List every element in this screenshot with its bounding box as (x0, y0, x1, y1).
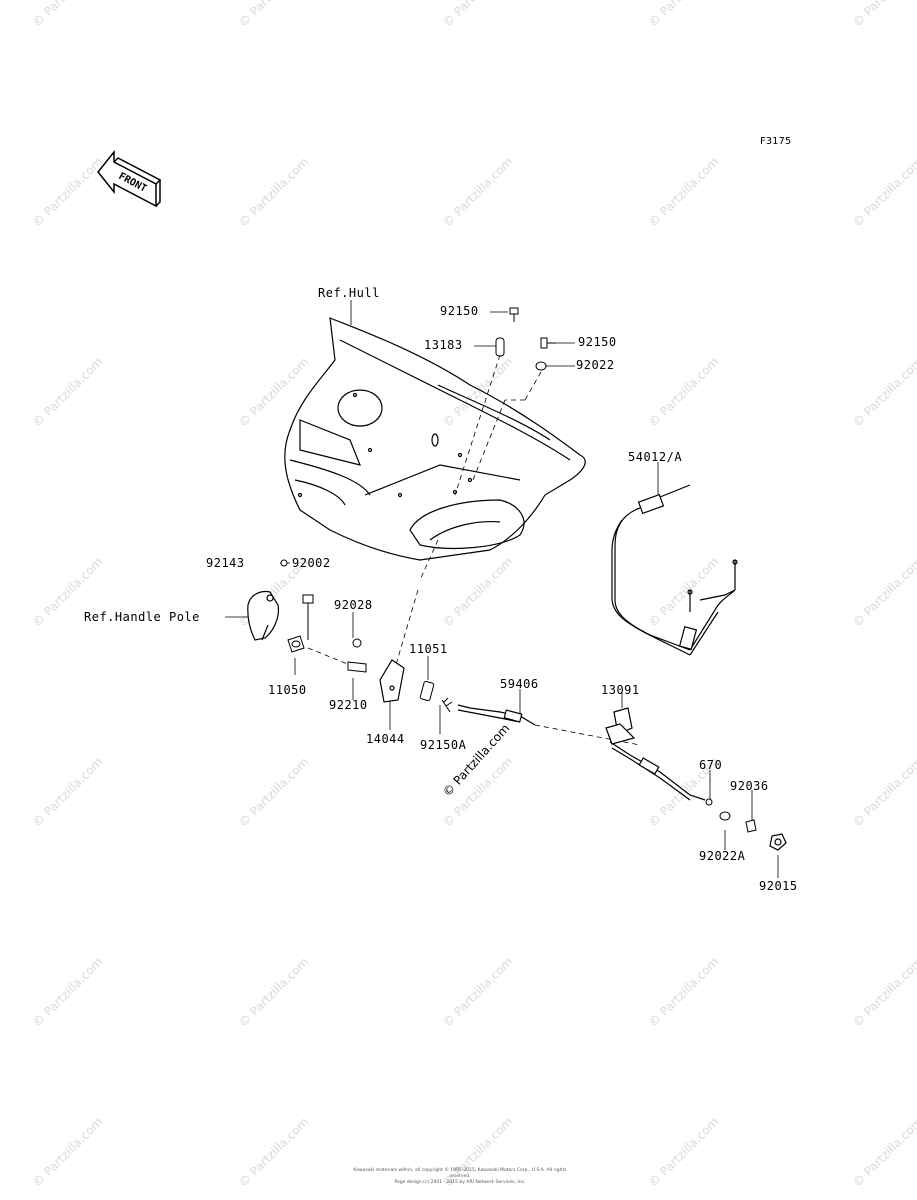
label-92028: 92028 (334, 598, 373, 612)
copyright-line-1: Kawasaki materials within, all copyright… (353, 1168, 567, 1179)
label-92150-top: 92150 (440, 304, 479, 318)
label-ref-handle-pole: Ref.Handle Pole (84, 610, 200, 624)
label-ref-hull: Ref.Hull (318, 286, 380, 300)
bracket-92210 (347, 661, 367, 673)
label-92022: 92022 (576, 358, 615, 372)
label-92150a: 92150A (420, 738, 467, 752)
label-14044: 14044 (366, 732, 405, 746)
bolt-92002 (302, 594, 314, 640)
nut-92028 (352, 638, 362, 648)
label-92150-right: 92150 (578, 335, 617, 349)
label-92015: 92015 (759, 879, 798, 893)
label-92210: 92210 (329, 698, 368, 712)
screw-92150a (441, 697, 453, 713)
clip-92036 (745, 819, 757, 833)
label-92002: 92002 (292, 556, 331, 570)
cable-59406 (457, 704, 706, 801)
copyright-notice: Kawasaki materials within, all copyright… (350, 1168, 570, 1186)
label-13183: 13183 (424, 338, 463, 352)
label-92036: 92036 (730, 779, 769, 793)
diagram-code: F3175 (760, 136, 792, 147)
label-92022a: 92022A (699, 849, 746, 863)
label-670: 670 (699, 758, 723, 772)
lock-washer-92143 (280, 559, 288, 567)
hull-illustration (284, 317, 586, 561)
label-13091: 13091 (601, 683, 640, 697)
label-59406: 59406 (500, 677, 539, 691)
label-11050: 11050 (268, 683, 307, 697)
washer-670 (705, 798, 713, 806)
holder-13091 (605, 707, 636, 745)
bracket-handle-pole (247, 590, 280, 641)
nut-92015 (769, 833, 787, 851)
label-11051: 11051 (409, 642, 448, 656)
front-arrow-icon: FRONT (97, 149, 162, 208)
label-92143: 92143 (206, 556, 245, 570)
copyright-line-2: Page design (c) 2001 - 2015 by ARI Netwo… (394, 1180, 526, 1185)
bracket-14044 (379, 659, 405, 703)
plate-13183 (495, 337, 505, 357)
bolt-92150-top (509, 307, 519, 322)
clip-11051 (419, 680, 435, 702)
cable-54012 (611, 484, 738, 656)
label-54012a: 54012/A (628, 450, 683, 464)
clamp-11050 (287, 635, 305, 653)
washer-92022 (535, 361, 547, 371)
washer-92022a (719, 811, 731, 821)
